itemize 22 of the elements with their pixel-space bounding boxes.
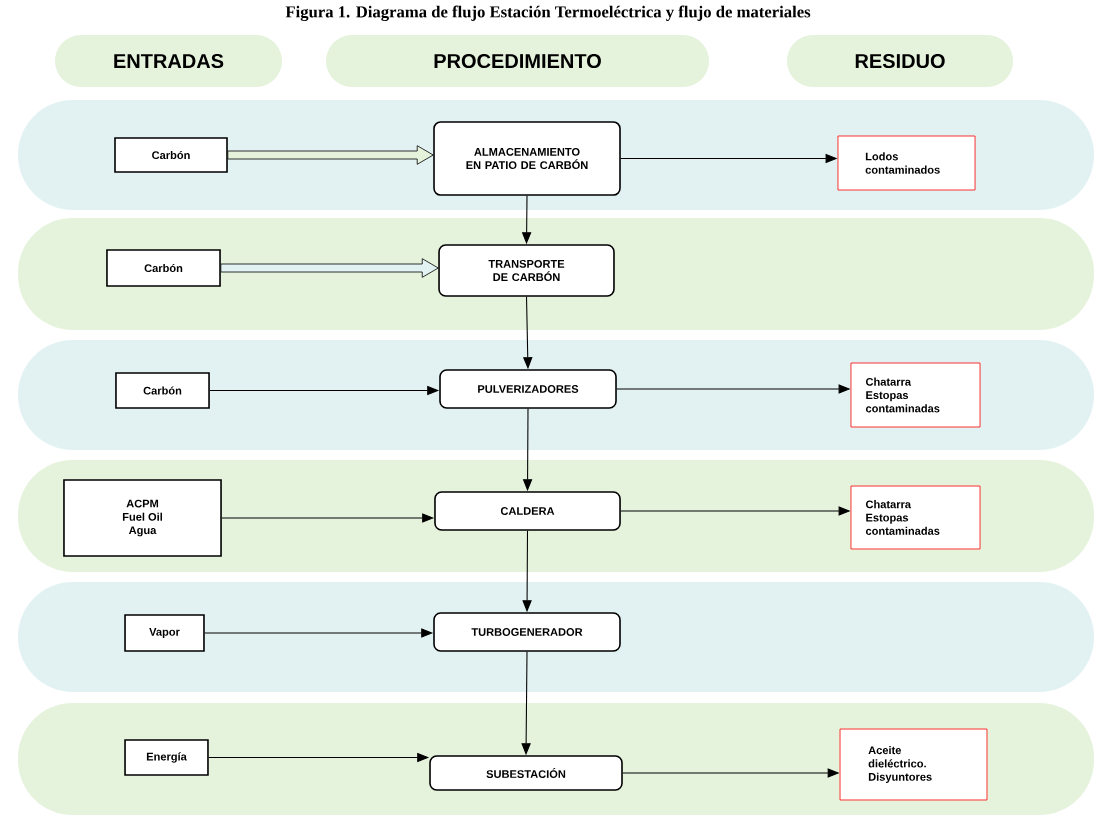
waste-box: Aceite dieléctrico. Disyuntores (839, 728, 988, 801)
waste-box: Chatarra Estopas contaminadas (850, 362, 981, 428)
input-box: ACPM Fuel Oil Agua (63, 479, 222, 557)
block-arrow (227, 145, 434, 165)
input-box: Vapor (124, 614, 205, 652)
column-header: ENTRADAS (55, 35, 282, 87)
title: Figura 1. Diagrama de flujo Estación Termoeléctrica y flujo de materiales (285, 5, 811, 21)
process-box: TRANSPORTE DE CARBÓN (438, 244, 615, 297)
input-box: Carbón (114, 137, 228, 173)
column-header: RESIDUO (787, 35, 1013, 87)
input-box: Energía (124, 739, 209, 776)
input-box: Carbón (115, 372, 210, 409)
process-box: PULVERIZADORES (439, 369, 617, 409)
process-box: TURBOGENERADOR (433, 612, 621, 652)
waste-box: Chatarra Estopas contaminadas (850, 485, 981, 550)
process-box: SUBESTACIÓN (429, 755, 623, 791)
process-box: CALDERA (434, 491, 621, 531)
column-header: PROCEDIMIENTO (326, 35, 709, 87)
waste-box: Lodos contaminados (837, 135, 976, 191)
block-arrow (220, 258, 439, 278)
input-box: Carbón (106, 249, 221, 287)
process-box: ALMACENAMIENTO EN PATIO DE CARBÓN (433, 121, 621, 196)
